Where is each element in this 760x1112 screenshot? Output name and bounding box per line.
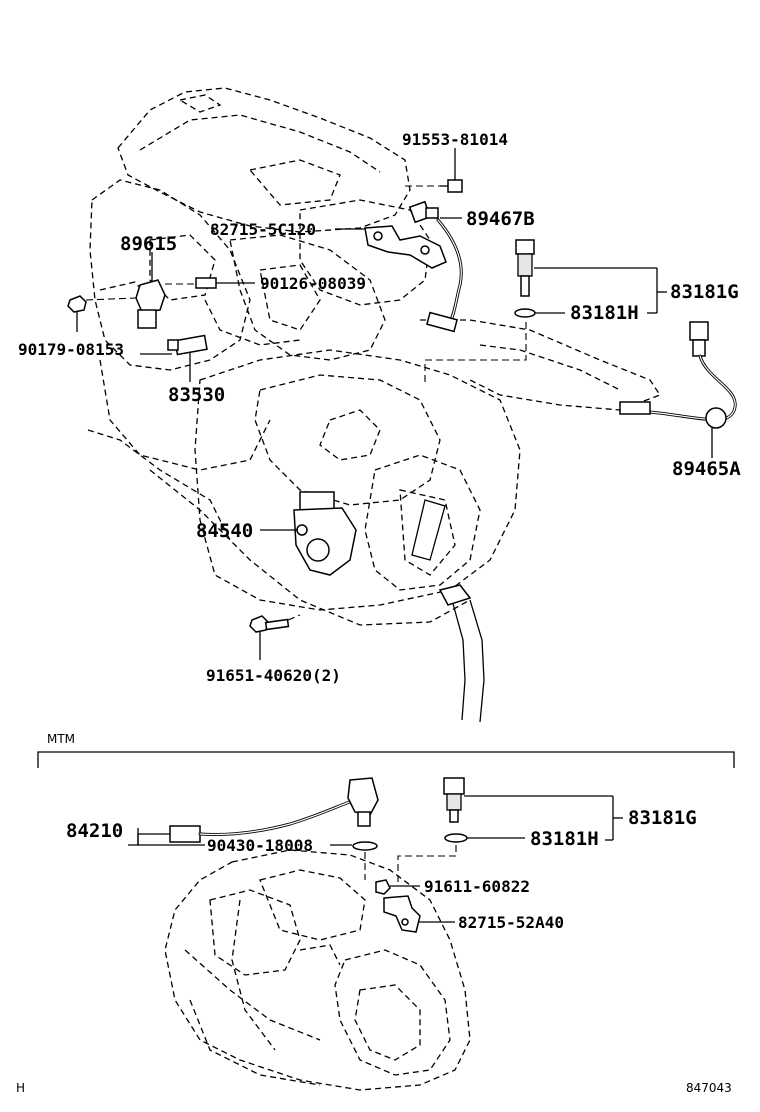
plug-90126-icon bbox=[165, 277, 217, 289]
diagram-id: 847043 bbox=[686, 1081, 732, 1095]
label-82715-52a40: 82715-52A40 bbox=[458, 913, 564, 932]
label-89465a: 89465A bbox=[672, 458, 741, 480]
label-90126-08039: 90126-08039 bbox=[260, 274, 366, 293]
label-83181h-bottom: 83181H bbox=[530, 828, 599, 850]
label-89615: 89615 bbox=[120, 233, 177, 255]
sensor-84210-icon bbox=[169, 777, 379, 880]
corner-mark-h: H bbox=[16, 1081, 25, 1095]
sensor-89467b-icon bbox=[408, 200, 463, 333]
label-91651-40620: 91651-40620(2) bbox=[206, 666, 341, 685]
label-82715-5c120: 82715-5C120 bbox=[210, 220, 316, 239]
bracket-82715-5c120-icon bbox=[364, 225, 447, 269]
bolt-91611-icon bbox=[375, 879, 391, 895]
label-84540: 84540 bbox=[196, 520, 253, 542]
switch-84540-icon bbox=[293, 491, 357, 576]
label-91553-81014: 91553-81014 bbox=[402, 130, 508, 149]
mtm-leader-lines bbox=[128, 795, 623, 923]
bolt-91553-icon bbox=[405, 179, 463, 193]
label-90179-08153: 90179-08153 bbox=[18, 340, 124, 359]
bracket-82715-52a40-icon bbox=[383, 895, 421, 933]
speed-sensor-83181g-bottom-icon bbox=[397, 777, 468, 886]
label-83181h-top: 83181H bbox=[570, 302, 639, 324]
bolt-90179-icon bbox=[67, 295, 137, 313]
label-83181g-top: 83181G bbox=[670, 281, 739, 303]
mtm-section-bracket bbox=[37, 751, 735, 768]
sensor-89465a-icon bbox=[619, 321, 737, 429]
label-91611-60822: 91611-60822 bbox=[424, 877, 530, 896]
bolt-91651-icon bbox=[249, 614, 301, 633]
engine-transaxle-outline bbox=[87, 87, 661, 723]
label-90430-18008: 90430-18008 bbox=[207, 836, 313, 855]
sensor-89615-icon bbox=[135, 279, 166, 329]
label-mtm: MTM bbox=[47, 732, 75, 746]
label-83181g-bottom: 83181G bbox=[628, 807, 697, 829]
switch-83530-icon bbox=[167, 334, 208, 356]
label-89467b: 89467B bbox=[466, 208, 535, 230]
manual-transaxle-outline bbox=[164, 849, 471, 1091]
label-83530: 83530 bbox=[168, 384, 225, 406]
label-84210: 84210 bbox=[66, 820, 123, 842]
top-leader-lines bbox=[76, 148, 713, 660]
